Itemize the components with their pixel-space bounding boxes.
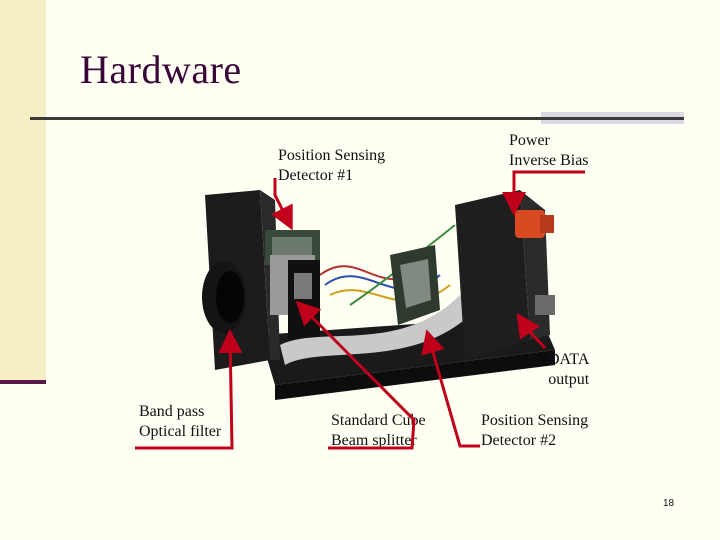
sidebar-decoration: [0, 0, 46, 384]
sidebar-accent-line: [0, 380, 46, 384]
arrow-power: [502, 170, 585, 216]
label-beam-splitter: Standard Cube Beam splitter: [331, 412, 426, 449]
slide-title: Hardware: [80, 47, 242, 92]
hardware-photo: [202, 190, 555, 400]
arrow-beam-splitter: [295, 300, 416, 450]
page-number: 18: [663, 498, 675, 509]
label-bandpass-filter: Band pass Optical filter: [139, 403, 222, 440]
arrow-psd1: [271, 178, 293, 231]
label-psd1: Position Sensing Detector #1: [278, 147, 386, 184]
label-power: Power Inverse Bias: [509, 132, 589, 169]
arrow-data-output: [516, 313, 547, 350]
arrow-psd2: [421, 329, 480, 448]
label-psd2: Position Sensing Detector #2: [481, 412, 589, 449]
arrow-bandpass: [135, 329, 243, 450]
title-rule: [30, 117, 684, 120]
label-data-output: DATA output: [548, 351, 590, 388]
